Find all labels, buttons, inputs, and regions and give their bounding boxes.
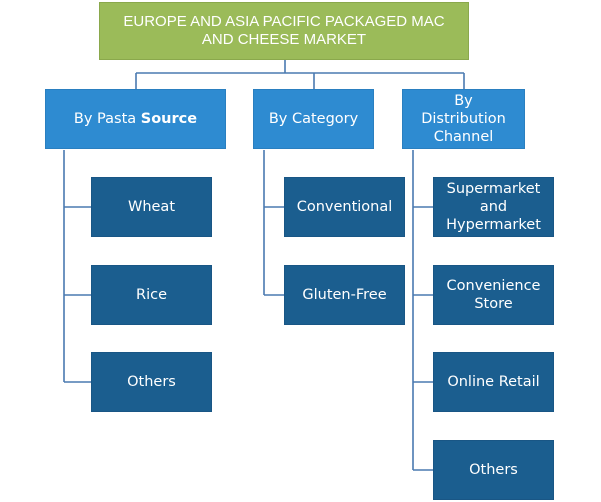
leaf-label: Online Retail [447,374,540,390]
category-label: By Distribution Channel [421,93,506,145]
category-label-bold: Source [140,111,198,127]
category-label-text: By Pasta [73,111,141,127]
leaf-label: Convenience Store [446,278,541,312]
leaf-others-distribution: Others [433,440,554,500]
category-box-pasta-source: By Pasta Source [45,89,226,149]
leaf-label: Others [127,374,176,390]
leaf-label: Rice [136,287,167,303]
leaf-wheat: Wheat [91,177,212,237]
leaf-gluten-free: Gluten-Free [284,265,405,325]
leaf-label: Wheat [127,199,176,215]
category-label: By Pasta Source [74,110,197,128]
category-label: By Category [268,111,359,127]
leaf-label: Conventional [296,199,393,215]
leaf-label: Others [469,462,518,478]
category-box-category: By Category [253,89,374,149]
leaf-label: Gluten-Free [302,287,387,303]
leaf-convenience-store: Convenience Store [433,265,554,325]
leaf-others-pasta: Others [91,352,212,412]
diagram-title: EUROPE AND ASIA PACIFIC PACKAGED MAC AND… [99,2,469,60]
leaf-online-retail: Online Retail [433,352,554,412]
leaf-conventional: Conventional [284,177,405,237]
category-box-distribution-channel: By Distribution Channel [402,89,525,149]
leaf-rice: Rice [91,265,212,325]
leaf-supermarket-hypermarket: Supermarket and Hypermarket [433,177,554,237]
leaf-label: Supermarket and Hypermarket [446,181,541,233]
